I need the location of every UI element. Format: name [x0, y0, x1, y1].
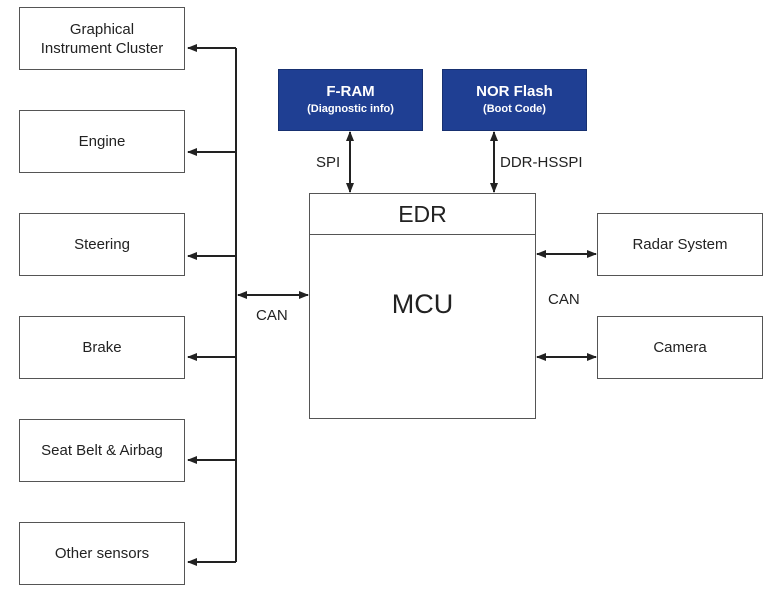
node-label: Steering: [74, 236, 130, 253]
node-label: Seat Belt & Airbag: [41, 442, 163, 459]
node-engine: Engine: [19, 110, 185, 173]
node-label: Camera: [653, 339, 707, 356]
can-label-left: CAN: [256, 307, 288, 324]
node-brake: Brake: [19, 316, 185, 379]
node-camera: Camera: [597, 316, 763, 379]
node-label: Brake: [82, 339, 122, 356]
node-fram: F-RAM (Diagnostic info): [278, 69, 423, 131]
node-label: Radar System: [632, 236, 728, 253]
mcu-block: EDR MCU: [309, 193, 536, 419]
node-steering: Steering: [19, 213, 185, 276]
mcu-label: MCU: [391, 289, 454, 319]
node-title: NOR Flash: [476, 83, 553, 100]
can-label-right: CAN: [548, 291, 580, 308]
node-label: Other sensors: [54, 545, 150, 562]
node-label-line2: Instrument Cluster: [40, 39, 164, 57]
node-seatbelt-airbag: Seat Belt & Airbag: [19, 419, 185, 482]
node-title: F-RAM: [326, 83, 375, 100]
node-subtitle: (Boot Code): [483, 103, 546, 115]
edr-label: EDR: [398, 200, 447, 227]
node-label: Engine: [78, 133, 126, 150]
node-label-line1: Graphical: [69, 20, 135, 38]
node-nor-flash: NOR Flash (Boot Code): [442, 69, 587, 131]
node-other-sensors: Other sensors: [19, 522, 185, 585]
node-instrument-cluster: Graphical Instrument Cluster: [19, 7, 185, 70]
node-radar-system: Radar System: [597, 213, 763, 276]
edr-section: EDR: [310, 194, 535, 235]
link-label-spi: SPI: [316, 154, 341, 171]
node-subtitle: (Diagnostic info): [307, 103, 394, 115]
link-label-ddr-hsspi: DDR-HSSPI: [500, 154, 583, 171]
